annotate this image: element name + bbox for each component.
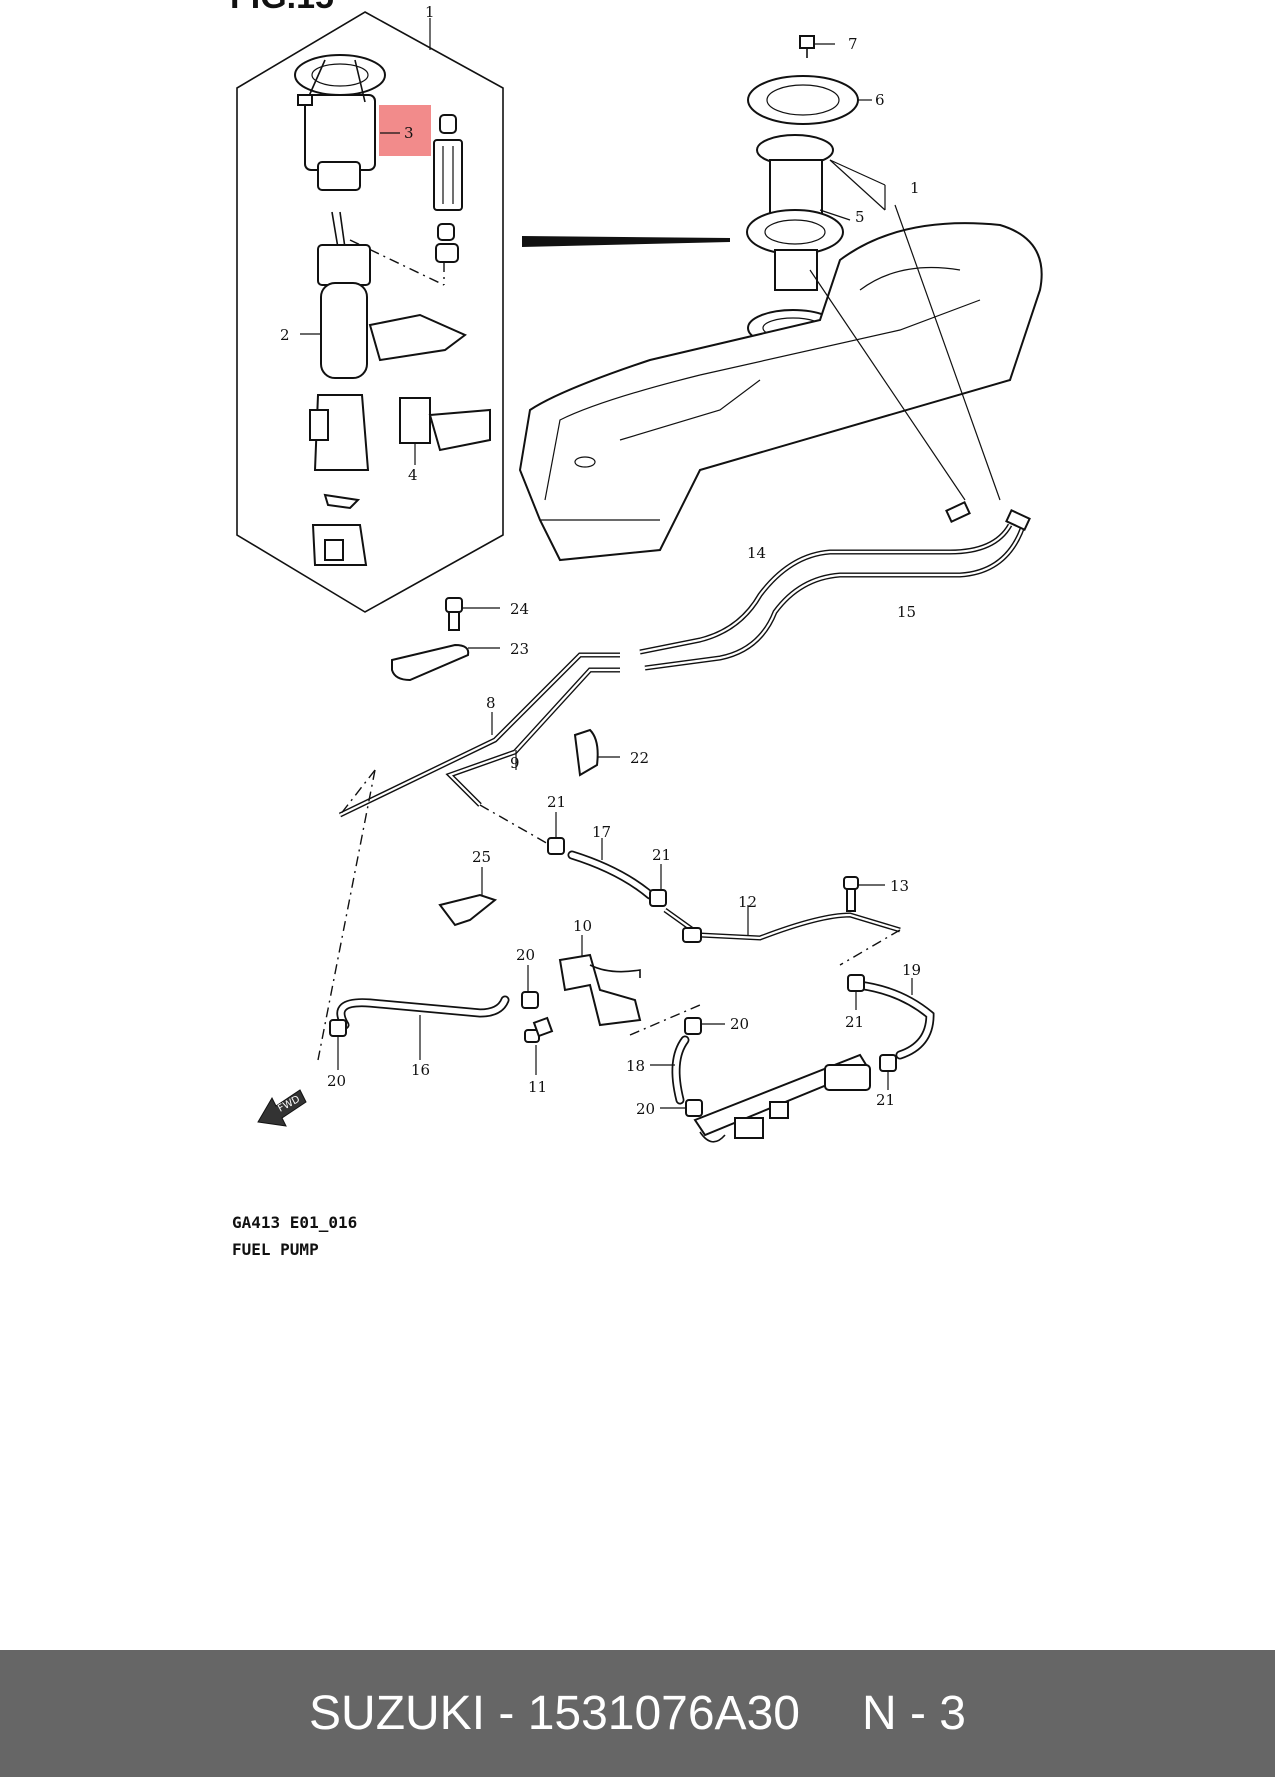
callout-21-d: 21 <box>876 1091 895 1109</box>
callout-7: 7 <box>848 35 858 53</box>
part-info-bar: SUZUKI - 1531076A30 N - 3 <box>0 1650 1275 1777</box>
callout-20-a: 20 <box>516 946 535 964</box>
reference-arrow <box>522 236 730 247</box>
drawing-caption: FUEL PUMP <box>232 1240 319 1259</box>
pipe-bolt <box>843 876 885 912</box>
callout-14: 14 <box>747 544 766 562</box>
parts-diagram: FIG.15 <box>230 0 1043 1259</box>
callout-20-c: 20 <box>327 1072 346 1090</box>
fuel-pump-motor <box>300 211 467 379</box>
forward-direction-arrow: FWD <box>257 1089 307 1127</box>
retaining-bolt <box>799 35 835 58</box>
callout-6: 6 <box>875 91 885 109</box>
callout-21-a: 21 <box>547 793 566 811</box>
callout-22: 22 <box>630 749 649 767</box>
callout-25: 25 <box>472 848 491 866</box>
callout-17: 17 <box>592 823 611 841</box>
callout-18: 18 <box>626 1057 645 1075</box>
pump-assembly-box <box>236 11 504 613</box>
quantity-label: N - 3 <box>861 1687 966 1740</box>
fuel-level-sender <box>399 397 491 465</box>
bracket-bolt-lower <box>524 1016 554 1075</box>
pump-module <box>294 54 386 191</box>
callout-8: 8 <box>486 694 496 712</box>
part-number-label: SUZUKI - 1531076A30 <box>309 1687 800 1740</box>
callout-10: 10 <box>573 917 592 935</box>
figure-label: FIG.15 <box>230 0 334 16</box>
callout-21-b: 21 <box>652 846 671 864</box>
exploded-view-drawing: FIG.15 <box>230 0 1043 1143</box>
callout-11: 11 <box>528 1078 547 1096</box>
callout-15: 15 <box>897 603 916 621</box>
highlighted-part-marker <box>379 105 431 156</box>
callout-9: 9 <box>510 754 520 772</box>
callout-23: 23 <box>510 640 529 658</box>
callout-3: 3 <box>404 124 414 142</box>
callout-5: 5 <box>855 208 865 226</box>
hose-clip <box>547 812 565 855</box>
pipe-bracket <box>391 643 500 682</box>
fuel-tank <box>518 222 1043 562</box>
callout-24: 24 <box>510 600 529 618</box>
callout-20-d: 20 <box>636 1100 655 1118</box>
wire-clamp <box>438 867 498 927</box>
callout-19: 19 <box>902 961 921 979</box>
callout-1-box: 1 <box>425 3 435 21</box>
callout-13: 13 <box>890 877 909 895</box>
callout-2: 2 <box>280 326 290 344</box>
callout-16: 16 <box>411 1061 430 1079</box>
fuel-delivery-pipe <box>693 1053 871 1143</box>
drawing-code: GA413 E01_016 <box>232 1213 358 1232</box>
callout-1-tank: 1 <box>910 179 920 197</box>
callout-4: 4 <box>408 466 418 484</box>
callout-20-b: 20 <box>730 1015 749 1033</box>
pipe-clamp <box>573 728 620 777</box>
bracket-bolt <box>445 597 500 631</box>
pump-holder <box>309 394 370 566</box>
pressure-regulator-bracket <box>558 935 642 1027</box>
callout-12: 12 <box>738 893 757 911</box>
pump-filter-parts <box>349 114 463 286</box>
retaining-ring <box>747 75 872 125</box>
callout-21-c: 21 <box>845 1013 864 1031</box>
